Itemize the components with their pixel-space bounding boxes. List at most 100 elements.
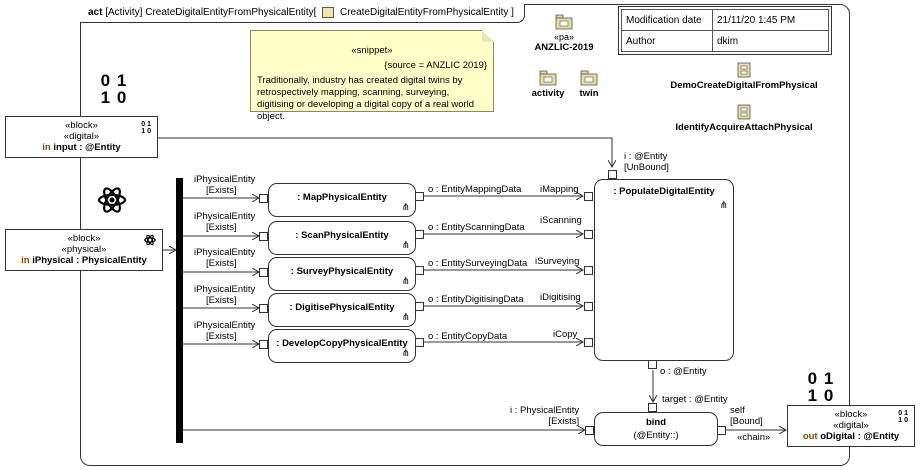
action-input-pin[interactable] [259,340,268,349]
direction-keyword: out [802,431,818,442]
package-name: activity [531,88,565,99]
digital-bits-icon: 0 1 1 0 [98,72,130,106]
frame-kind: act [88,7,103,18]
populate-output-pin[interactable] [648,360,657,369]
odigital-parameter-block[interactable]: 0 1 1 0 «block» «digital» out oDigital :… [787,405,915,447]
populate-input-pin[interactable] [584,266,593,275]
behavior-icon [737,104,751,120]
action-name: bind [645,417,667,428]
action-output-pin[interactable] [415,338,424,347]
package-activity[interactable]: activity [528,70,568,99]
bits-line: 0 1 [807,369,835,388]
action-input-pin[interactable] [259,268,268,277]
atom-icon [144,234,156,246]
bind-target-label: target : @Entity [662,394,728,405]
iphysical-parameter-block[interactable]: «block» «physical» in iPhysical : Physic… [5,229,163,271]
block-name: oDigital : @Entity [820,431,900,442]
behavior-identify[interactable]: IdentifyAcquireAttachPhysical [664,104,824,133]
action-survey-physical-entity[interactable]: : SurveyPhysicalEntity ⋔ [268,257,416,291]
bind-self-pin[interactable] [717,426,726,435]
bind-input-pin[interactable] [585,426,594,435]
populate-input-pin[interactable] [584,338,593,347]
direction-keyword: in [21,255,30,266]
package-name: twin [579,88,599,99]
action-name: : PopulateDigitalEntity [613,186,715,197]
action-input-label: iPhysicalEntity[Exists] [194,247,256,269]
package-twin[interactable]: twin [574,70,604,99]
action-map-physical-entity[interactable]: : MapPhysicalEntity ⋔ [268,183,416,217]
bits-line: 0 1 [898,410,908,417]
block-stereotype: «block» [67,233,101,244]
bits-line: 1 0 [898,417,908,424]
block-stereotype: «physical» [61,244,107,255]
action-develop-copy-physical-entity[interactable]: : DevelopCopyPhysicalEntity ⋔ [268,329,416,363]
atom-icon [97,187,127,213]
action-populate-digital-entity[interactable]: : PopulateDigitalEntity ⋔ [594,179,734,361]
action-input-pin[interactable] [259,304,268,313]
action-subtitle: (@Entity::) [633,430,679,441]
action-scan-physical-entity[interactable]: : ScanPhysicalEntity ⋔ [268,221,416,255]
call-behavior-icon: ⋔ [401,276,410,287]
call-behavior-icon: ⋔ [401,202,410,213]
action-output-pin[interactable] [415,230,424,239]
action-output-pin[interactable] [415,302,424,311]
populate-input-pin-label: iDigitising [540,292,581,303]
bits-line: 1 0 [141,128,151,135]
metadata-value: dkim [712,30,829,52]
bits-line: 0 1 [100,71,128,90]
note-source: {source = ANZLIC 2019} [384,60,487,71]
bind-target-pin[interactable] [648,403,657,412]
package-anzlic[interactable]: «pa» ANZLIC-2019 [528,14,600,53]
block-stereotype: «digital» [833,420,869,431]
block-stereotype: «digital» [63,131,100,142]
behavior-demo[interactable]: DemoCreateDigitalFromPhysical [664,62,824,91]
block-stereotype: «block» [834,409,868,420]
metadata-row: Author dkim [621,30,829,52]
action-input-label: iPhysicalEntity[Exists] [194,284,256,306]
frame-title-suffix: CreateDigitalEntityFromPhysicalEntity ] [339,7,514,18]
populate-input-pin-label: iCopy [553,329,578,340]
bind-input-label: i : PhysicalEntity[Exists] [510,405,580,427]
action-input-pin[interactable] [259,232,268,241]
package-icon [555,14,573,30]
package-stereotype: «pa» [553,32,575,42]
populate-input-pin[interactable] [584,230,593,239]
populate-input-pin[interactable] [584,302,593,311]
digital-bits-icon: 0 1 1 0 [898,410,908,424]
populate-input-pin-label: iMapping [540,184,579,195]
behavior-icon [737,62,751,78]
action-digitise-physical-entity[interactable]: : DigitisePhysicalEntity ⋔ [268,293,416,327]
call-behavior-icon: ⋔ [401,312,410,323]
action-output-pin[interactable] [415,192,424,201]
direction-keyword: in [42,142,51,153]
input-parameter-block[interactable]: 0 1 1 0 «block» «digital» in input : @En… [5,116,158,158]
package-icon [580,70,598,86]
metadata-row: Modification date 21/11/20 1:45 PM [621,9,829,31]
digital-bits-icon: 0 1 1 0 [805,370,837,404]
activity-icon [322,6,335,18]
digital-bits-icon: 0 1 1 0 [141,121,151,135]
action-name: : DevelopCopyPhysicalEntity [276,338,408,349]
bind-self-label: self[Bound] [730,405,763,427]
bits-line: 1 0 [100,88,128,107]
package-icon [539,70,557,86]
action-bind[interactable]: bind (@Entity::) [594,412,718,446]
behavior-name: DemoCreateDigitalFromPhysical [670,80,818,91]
action-input-label: iPhysicalEntity[Exists] [194,174,256,196]
populate-i-pin[interactable] [608,170,617,179]
action-input-label: iPhysicalEntity[Exists] [194,320,256,342]
populate-i-label: i : @Entity[UnBound] [624,151,669,173]
block-name: iPhysical : PhysicalEntity [32,255,147,266]
populate-input-pin[interactable] [584,192,593,201]
action-output-label: o : EntityScanningData [428,222,525,233]
block-name: input : @Entity [53,142,121,153]
metadata-table: Modification date 21/11/20 1:45 PM Autho… [618,6,832,55]
action-input-pin[interactable] [259,194,268,203]
action-name: : DigitisePhysicalEntity [289,302,395,313]
action-output-pin[interactable] [415,266,424,275]
snippet-note: «snippet» {source = ANZLIC 2019} Traditi… [250,30,494,122]
diagram-frame-title: act [Activity] CreateDigitalEntityFromPh… [80,4,525,23]
action-name: : MapPhysicalEntity [297,192,387,203]
action-output-label: o : EntityCopyData [428,331,508,342]
